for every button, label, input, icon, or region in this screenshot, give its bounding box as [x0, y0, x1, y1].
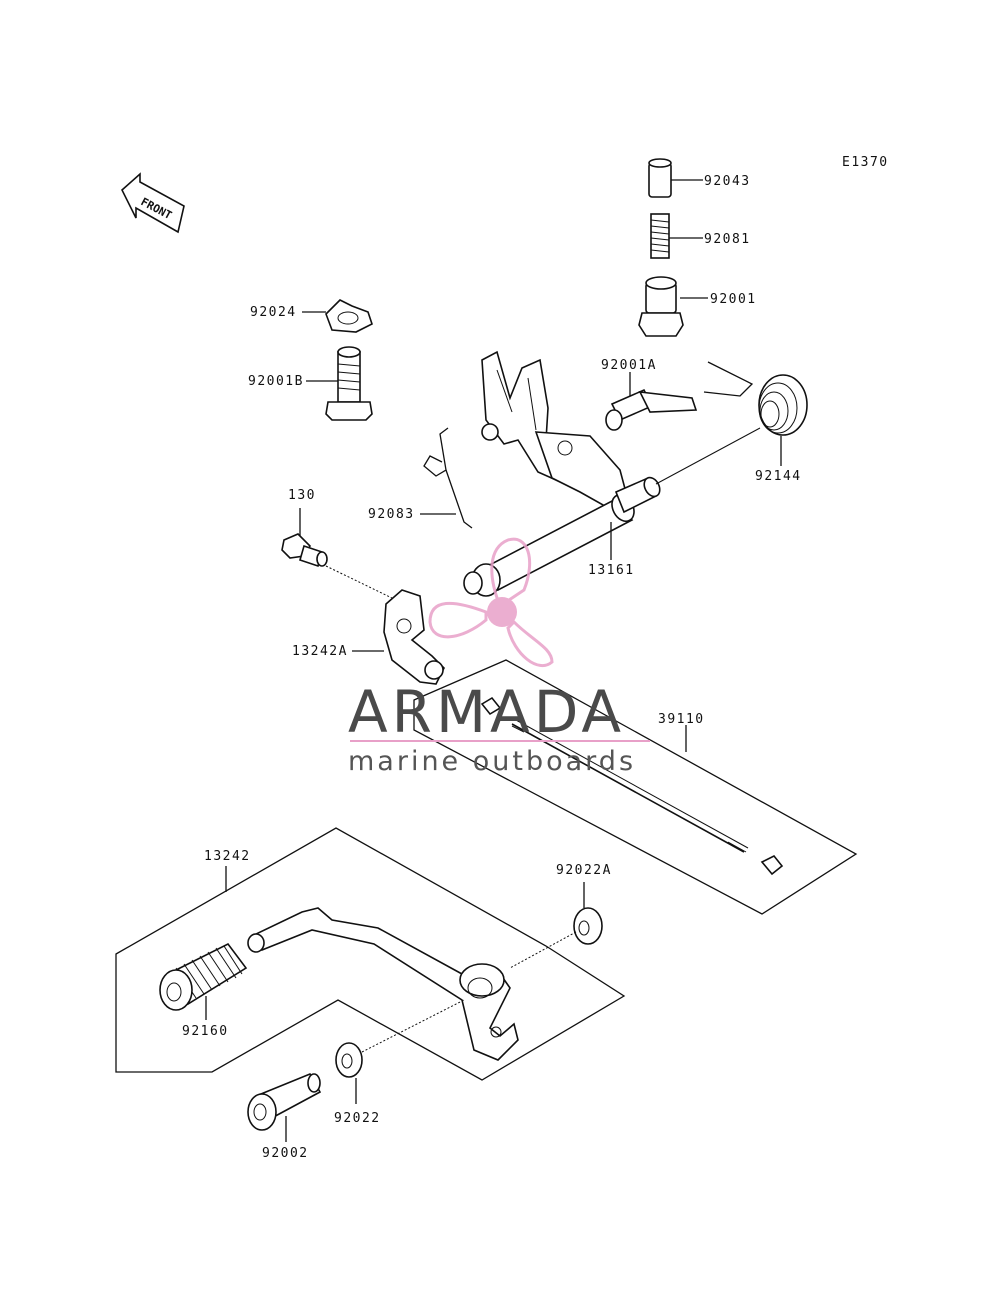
part-92024-washer	[325, 299, 373, 333]
label-92160: 92160	[182, 1024, 229, 1039]
part-92144-spring	[703, 361, 808, 436]
part-39110-rod	[413, 659, 858, 915]
part-13242A-lever	[383, 589, 445, 685]
watermark-tagline: marine outboards	[348, 746, 636, 777]
part-92001B-bolt	[325, 346, 373, 421]
part-130-bolt	[281, 533, 328, 568]
part-92160-rubber	[159, 942, 248, 1011]
part-92043-cap	[648, 158, 672, 198]
label-92001B: 92001B	[248, 374, 304, 389]
label-92024: 92024	[250, 305, 297, 320]
label-130: 130	[288, 488, 316, 503]
part-92001-plug	[638, 276, 684, 337]
armada-logo-icon	[428, 537, 554, 668]
front-arrow-icon: FRONT	[121, 172, 185, 234]
part-92022-washer	[335, 1042, 363, 1078]
part-92081-spring	[650, 213, 670, 259]
label-92002: 92002	[262, 1146, 309, 1161]
part-13161-shift-shaft	[463, 350, 761, 597]
label-92144: 92144	[755, 469, 802, 484]
label-13161: 13161	[588, 563, 635, 578]
label-13242: 13242	[204, 849, 251, 864]
label-92043: 92043	[704, 174, 751, 189]
watermark-brand: ARMADA	[348, 678, 625, 746]
label-92001: 92001	[710, 292, 757, 307]
part-92002-bolt	[247, 1072, 322, 1131]
diagram-code: E1370	[842, 155, 889, 170]
part-13242-shift-lever	[115, 827, 626, 1081]
label-13242A: 13242A	[292, 644, 348, 659]
part-92083-clip	[423, 427, 473, 529]
label-92083: 92083	[368, 507, 415, 522]
label-92081: 92081	[704, 232, 751, 247]
part-92001A-stud	[605, 388, 698, 431]
label-39110: 39110	[658, 712, 705, 727]
part-92022A-washer	[573, 907, 603, 945]
label-92001A: 92001A	[601, 358, 657, 373]
label-92022: 92022	[334, 1111, 381, 1126]
label-92022A: 92022A	[556, 863, 612, 878]
